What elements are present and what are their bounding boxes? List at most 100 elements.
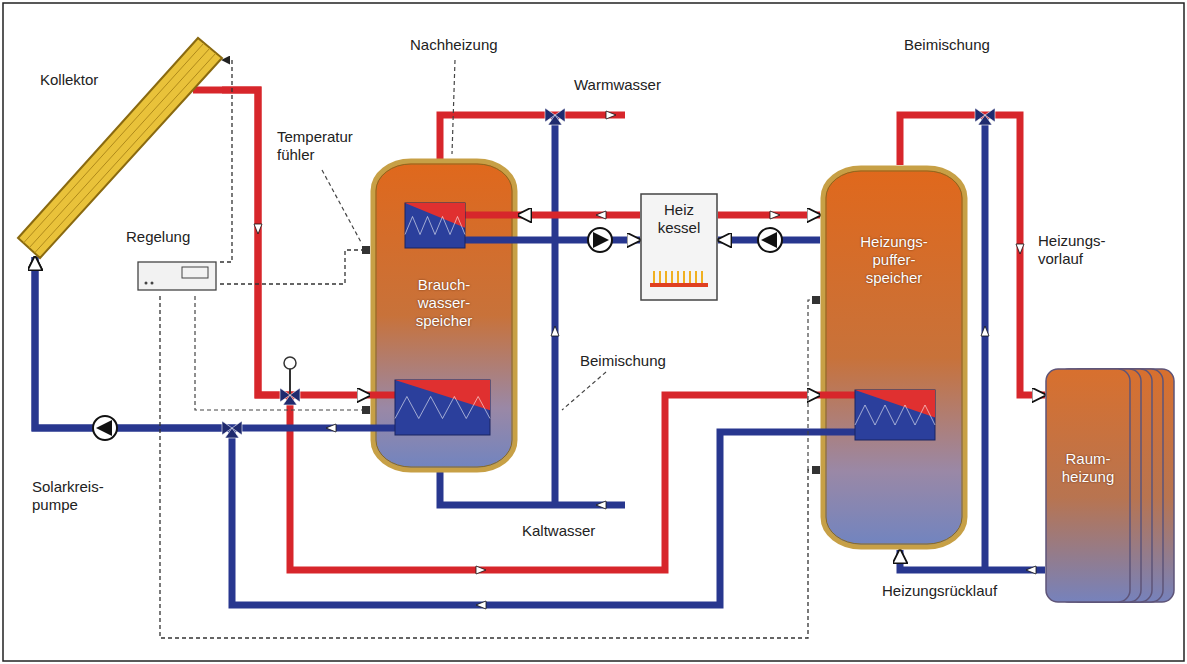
pipe-connector (900, 550, 1045, 570)
decor-path (289, 367, 291, 395)
controller-device (138, 262, 216, 290)
pipe-label: Warmwasser (572, 76, 663, 94)
flame (677, 271, 679, 283)
tank-pipe (370, 425, 395, 432)
pipe-connector (35, 257, 820, 605)
decor-polygon (1016, 244, 1024, 254)
node-label: Regelung (126, 228, 190, 246)
decor-circle (758, 228, 782, 252)
decor-g (222, 421, 242, 438)
decor-polygon (596, 501, 606, 509)
node-shape (18, 35, 222, 257)
decor-g (975, 108, 995, 125)
decor-g (588, 228, 612, 252)
radiator: Raum- heizung (1045, 368, 1173, 603)
label-anchor: Warmwasser (572, 76, 663, 94)
label-anchor: Heizungs- vorlauf (1036, 232, 1108, 268)
frame (3, 3, 1184, 661)
pipe-label: Nachheizung (408, 36, 500, 54)
decor-path (193, 87, 222, 94)
decor-polygon (596, 211, 606, 219)
decor-polygon (548, 115, 562, 125)
heat-exchanger (405, 203, 465, 248)
flame (665, 271, 667, 283)
sensor-wire (220, 60, 232, 262)
decor-path (322, 170, 362, 244)
buffer-tank: Heizungs- puffer- speicher (820, 165, 968, 550)
pipe-connector (222, 90, 370, 395)
tank-inner-line (376, 164, 512, 467)
pipes (193, 90, 985, 570)
decor-polygon (326, 424, 336, 432)
label-anchor: Temperatur fühler (275, 128, 355, 164)
storage-tank: Brauch- wasser- speicher (370, 158, 518, 473)
decor-circle (588, 228, 612, 252)
decor-rect (812, 466, 820, 474)
pipe-connector (222, 90, 820, 570)
tank-pipe (820, 392, 855, 399)
collector: Kollektor (18, 35, 222, 257)
pipe-label: Solarkreis- pumpe (30, 478, 106, 514)
label-anchor: Nachheizung (408, 36, 500, 54)
decor-circle (93, 416, 117, 440)
decor-polygon (593, 232, 609, 248)
decor-polygon (283, 395, 297, 405)
decor-path (440, 470, 625, 505)
flame (659, 271, 661, 283)
radiator-panel (1046, 369, 1130, 602)
pipe-label: Kaltwasser (520, 522, 597, 540)
flow-arrows (254, 111, 1036, 609)
decor-polygon (254, 224, 262, 234)
collector-stripe (24, 43, 205, 243)
pipe-label: Temperatur fühler (275, 128, 355, 164)
boiler-casing (641, 194, 717, 300)
decor-path (808, 300, 812, 470)
pipe-connector (35, 257, 370, 428)
decor-path (982, 115, 989, 570)
decor-g (280, 357, 300, 405)
decor-circle (284, 357, 296, 369)
decor-polygon (1026, 566, 1036, 574)
pipe-label: Beimischung (902, 36, 992, 54)
heat-exchanger (855, 390, 935, 440)
decor-g (758, 228, 782, 252)
tank-pipe (370, 392, 395, 399)
collector-stripe (29, 48, 210, 248)
decor-rect (362, 406, 370, 414)
decor-polygon (551, 326, 559, 336)
pipe-connector (518, 237, 640, 244)
flame (695, 271, 697, 283)
label-anchor: Kaltwasser (520, 522, 597, 540)
decor-polygon (96, 420, 112, 436)
tank-inner-line (826, 171, 962, 544)
decor-polygon (978, 115, 992, 125)
collector-panel-shape (18, 38, 222, 258)
decor-g (93, 416, 117, 440)
node-label: Raum- heizung (1062, 450, 1115, 486)
decor-path (452, 60, 455, 154)
tank-pipe (820, 429, 855, 436)
decor-polygon (761, 232, 777, 248)
decor-polygon (476, 601, 486, 609)
pipe-connector (518, 212, 640, 219)
controller-display (182, 267, 208, 278)
controller-box: Regelung (124, 228, 220, 296)
pipe-label: Heizungs- vorlauf (1036, 232, 1108, 268)
pipe-label: Beimischung (578, 352, 668, 370)
sensor-wire (220, 250, 370, 284)
pipe-label: Heizungsrücklauf (880, 582, 999, 600)
decor-polygon (981, 326, 989, 336)
decor-path (552, 115, 559, 505)
tank-shell (373, 161, 515, 470)
node-label: Heiz kessel (658, 201, 701, 237)
flame (701, 271, 703, 283)
flame (653, 271, 655, 283)
leaders (195, 60, 812, 470)
burner (650, 283, 708, 287)
node-label: Heizungs- puffer- speicher (860, 233, 928, 287)
pipe-connector (718, 212, 820, 219)
node-label: Brauch- wasser- speicher (416, 276, 473, 330)
collector-stripe (35, 53, 217, 253)
boiler-box: Heiz kessel (640, 193, 718, 301)
